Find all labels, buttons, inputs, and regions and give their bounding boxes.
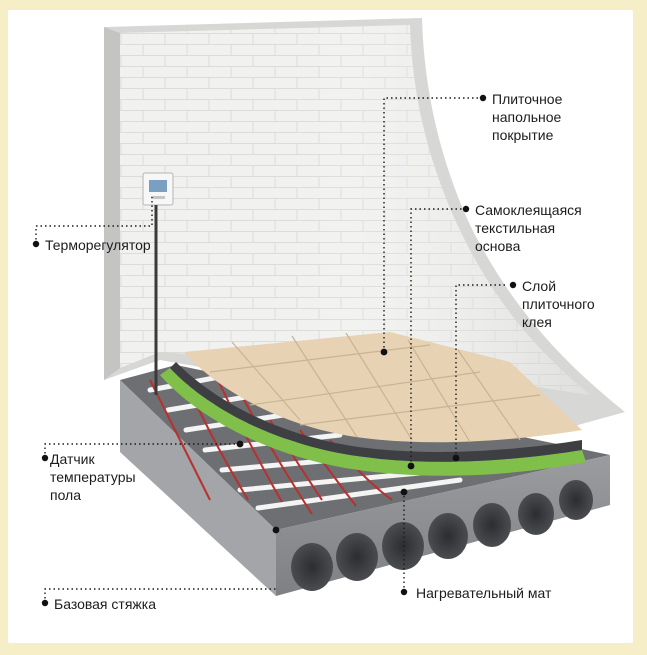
label-thermostat: Терморегулятор — [45, 237, 151, 253]
thermostat-device — [142, 172, 174, 395]
adhesive-layer — [170, 362, 582, 462]
label-heating-mat: Нагревательный мат — [416, 585, 552, 601]
label-textile-base: Самоклеящаяся текстильная основа — [475, 202, 582, 254]
textile-base-layer — [160, 368, 586, 476]
bullet-tile-covering — [479, 94, 487, 102]
label-adhesive-layer: Слой плиточного клея — [522, 278, 595, 330]
bullet-floor-sensor — [41, 454, 49, 462]
leader-textile-base — [410, 208, 462, 466]
leader-thermostat — [35, 197, 153, 244]
bullet-base-screed — [41, 599, 49, 607]
leader-base-screed — [44, 588, 276, 603]
bullet-textile-base — [462, 205, 470, 213]
leader-adhesive-layer — [455, 284, 508, 458]
slab-hollow-cores — [291, 480, 593, 591]
leader-lines — [32, 94, 517, 607]
label-base-screed: Базовая стяжка — [54, 596, 156, 612]
bullet-thermostat — [32, 240, 40, 248]
bullet-heating-mat — [400, 588, 408, 596]
label-floor-sensor: Датчик температуры пола — [50, 451, 136, 503]
point-adhesive — [452, 454, 460, 462]
point-tile — [380, 348, 388, 356]
bullet-adhesive-layer — [509, 281, 517, 289]
point-heating-mat — [400, 488, 408, 496]
leader-floor-sensor — [44, 443, 240, 458]
floor-tiles — [184, 332, 582, 443]
point-textile — [407, 462, 415, 470]
brick-wall — [104, 18, 625, 430]
point-screed — [272, 526, 280, 534]
label-tile-covering: Плиточное напольное покрытие — [492, 91, 563, 143]
point-sensor — [236, 440, 244, 448]
